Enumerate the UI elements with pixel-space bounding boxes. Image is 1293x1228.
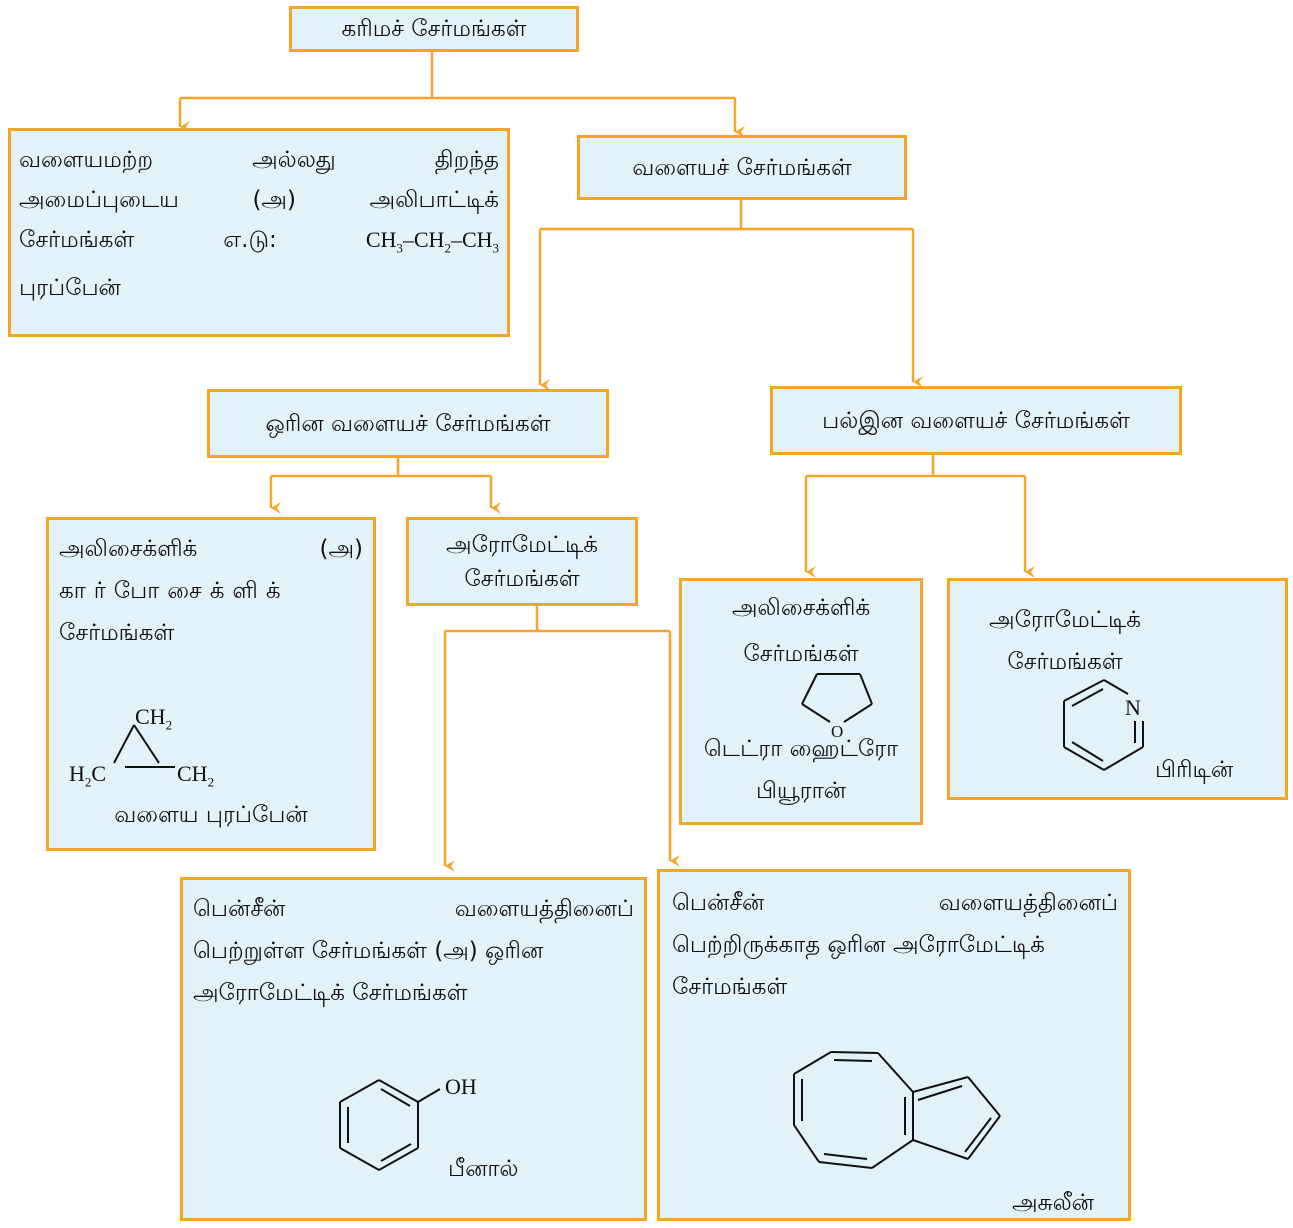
nonbenzenoid-line-3: சேர்மங்கள் — [672, 970, 1118, 1004]
homocyclic-box: ஒரின வளையச் சேர்மங்கள் — [207, 389, 609, 458]
acyclic-box: வளையமற்ற அல்லது திறந்த அமைப்புடைய (அ) அல… — [8, 128, 510, 337]
nonbenzenoid-box: பென்சீன் வளையத்தினைப் பெற்றிருக்காத ஒரின… — [657, 869, 1131, 1221]
hetero-aromatic-box: அரோமேட்டிக் சேர்மங்கள் N பிரிடின் — [947, 578, 1288, 800]
heterocyclic-box: பல்இன வளையச் சேர்மங்கள் — [770, 386, 1182, 455]
pyridine-structure — [1063, 679, 1144, 771]
cyclic-label: வளையச் சேர்மங்கள் — [632, 155, 852, 181]
connector-heterocyclic — [806, 455, 1025, 478]
benzenoid-line-3: அரோமேட்டிக் சேர்மங்கள் — [193, 976, 634, 1010]
homocyclic-label: ஒரின வளையச் சேர்மங்கள் — [265, 411, 551, 437]
hetero-aromatic-line-2: சேர்மங்கள் — [1007, 649, 1123, 675]
oxygen-label: O — [831, 722, 844, 741]
heterocyclic-label: பல்இன வளையச் சேர்மங்கள் — [822, 408, 1130, 434]
hetero-aromatic-title: அரோமேட்டிக் சேர்மங்கள் — [950, 603, 1180, 679]
thf-structure — [801, 673, 873, 723]
alicyclic-line-2: கார்போசைக்ளிக் — [59, 574, 363, 608]
cyclic-box: வளையச் சேர்மங்கள் — [577, 135, 907, 200]
propane-name: புரப்பேன் — [19, 275, 121, 302]
thf-name-line-2: பியூரான் — [756, 778, 846, 804]
alicyclic-box: அலிசைக்ளிக் (அ) கார்போசைக்ளிக் சேர்மங்கள… — [46, 517, 376, 851]
connector-homocyclic — [271, 458, 491, 478]
acyclic-word: திறந்த — [434, 147, 499, 173]
ch2-right-label: CH2 — [177, 761, 215, 790]
nonbenzenoid-word: வளையத்தினைப் — [938, 890, 1118, 916]
nonbenzenoid-line-1: பென்சீன் வளையத்தினைப் — [672, 886, 1118, 920]
phenol-name: பீனால் — [448, 1156, 519, 1182]
acyclic-line-2: அமைப்புடைய (அ) அலிபாட்டிக் — [19, 183, 499, 217]
alicyclic-word: சேர்மங்கள் — [59, 620, 175, 646]
cyclopropane-name-row: வளைய புரப்பேன் — [49, 798, 373, 832]
nitrogen-label: N — [1125, 695, 1141, 720]
benzenoid-box: பென்சீன் வளையத்தினைப் பெற்றுள்ள சேர்மங்க… — [180, 877, 647, 1221]
acyclic-word: வளையமற்ற — [19, 147, 154, 173]
alicyclic-line-3: சேர்மங்கள் — [59, 616, 363, 650]
aromatic-line-2: சேர்மங்கள் — [464, 566, 580, 592]
aromatic-box: அரோமேட்டிக் சேர்மங்கள் — [406, 517, 638, 606]
oh-label: OH — [445, 1074, 477, 1099]
alicyclic-line-1: அலிசைக்ளிக் (அ) — [59, 532, 363, 566]
propane-formula: CH3–CH2–CH3 — [365, 227, 499, 256]
benzenoid-word: அரோமேட்டிக் சேர்மங்கள் — [193, 980, 468, 1006]
acyclic-word: (அ) — [252, 187, 296, 213]
acyclic-word: அலிபாட்டிக் — [369, 187, 499, 213]
connector-root — [180, 52, 735, 100]
connector-aromatic — [445, 606, 670, 633]
acyclic-line-4: புரப்பேன் — [19, 271, 499, 305]
nonbenzenoid-line-2: பெற்றிருக்காத ஒரின அரோமேட்டிக் — [672, 928, 1118, 962]
cyclopropane-name: வளைய புரப்பேன் — [114, 802, 308, 828]
acyclic-word: அல்லது — [252, 147, 336, 173]
cyclopropane-structure — [113, 724, 175, 768]
alicyclic-word: அலிசைக்ளிக் — [59, 536, 198, 562]
acyclic-word: சேர்மங்கள் — [19, 227, 135, 253]
pyridine-name: பிரிடின் — [1155, 757, 1234, 783]
aromatic-line-1: அரோமேட்டிக் — [446, 532, 598, 558]
acyclic-word: அமைப்புடைய — [19, 187, 179, 213]
hetero-alicyclic-line-1: அலிசைக்ளிக் — [731, 595, 871, 621]
acyclic-line-3: சேர்மங்கள் எ.டு: CH3–CH2–CH3 — [19, 223, 499, 265]
thf-name-line-2-row: பியூரான் — [682, 774, 920, 808]
thf-name-line-1: டெட்ரா ஹைட்ரோ — [703, 736, 899, 762]
ch2-top-label: CH2 — [135, 704, 173, 733]
acyclic-line-1: வளையமற்ற அல்லது திறந்த — [19, 143, 499, 177]
nonbenzenoid-word: சேர்மங்கள் — [672, 974, 788, 1000]
hetero-aromatic-line-1: அரோமேட்டிக் — [989, 607, 1141, 633]
nonbenzenoid-word: பெற்றிருக்காத ஒரின அரோமேட்டிக் — [672, 932, 1045, 958]
alicyclic-word: (அ) — [319, 536, 363, 562]
example-label: எ.டு: — [223, 227, 277, 253]
connector-cyclic — [540, 200, 913, 231]
azulene-structure — [793, 1051, 1001, 1169]
benzenoid-word: வளையத்தினைப் — [454, 896, 634, 922]
phenol-structure — [339, 1079, 441, 1171]
benzenoid-line-1: பென்சீன் வளையத்தினைப் — [193, 892, 634, 926]
azulene-name: அசுலீன் — [1012, 1190, 1094, 1216]
thf-name-line-1-row: டெட்ரா ஹைட்ரோ — [682, 732, 920, 766]
hetero-alicyclic-line-2: சேர்மங்கள் — [743, 641, 859, 667]
nonbenzenoid-word: பென்சீன் — [672, 890, 765, 916]
benzenoid-word: பெற்றுள்ள சேர்மங்கள் (அ) ஒரின — [193, 938, 544, 964]
root-box: கரிமச் சேர்மங்கள் — [289, 6, 579, 52]
benzenoid-line-2: பெற்றுள்ள சேர்மங்கள் (அ) ஒரின — [193, 934, 634, 968]
h2c-label: H2C — [69, 761, 107, 790]
root-label: கரிமச் சேர்மங்கள் — [341, 16, 527, 42]
benzenoid-word: பென்சீன் — [193, 896, 286, 922]
alicyclic-word: கார்போசைக்ளிக் — [59, 578, 289, 604]
hetero-alicyclic-box: அலிசைக்ளிக் சேர்மங்கள் O டெட்ரா ஹைட்ரோ ப… — [679, 578, 923, 825]
